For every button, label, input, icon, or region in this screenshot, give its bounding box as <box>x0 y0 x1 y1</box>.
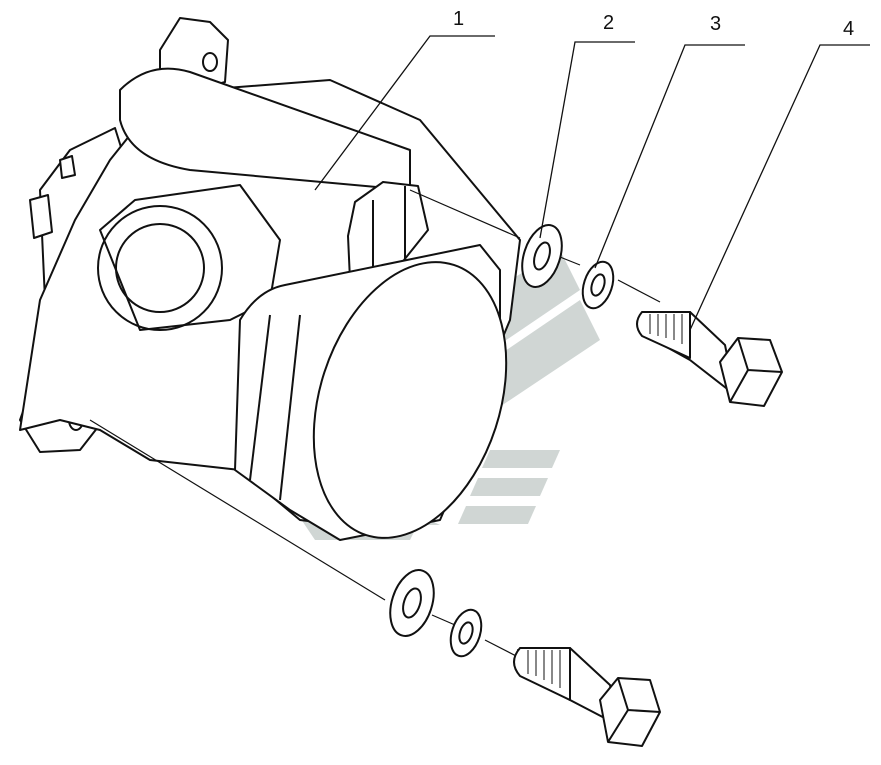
lower-flat-washer <box>389 569 435 637</box>
callout-label-3: 3 <box>710 13 722 35</box>
leader-1 <box>314 35 495 191</box>
upper-flat-washer <box>521 224 563 288</box>
lower-hex-bolt <box>513 647 661 747</box>
leader-3 <box>594 44 745 269</box>
callout-label-1: 1 <box>453 8 465 30</box>
callout-label-4: 4 <box>843 18 855 40</box>
pump-body <box>19 17 521 541</box>
callout-label-2: 2 <box>603 12 615 34</box>
upper-spring-washer <box>581 260 615 310</box>
leader-2 <box>539 41 635 239</box>
upper-hex-bolt <box>636 311 783 407</box>
callout-leaders <box>314 35 870 331</box>
leader-4 <box>689 44 870 331</box>
lower-spring-washer <box>449 608 483 658</box>
